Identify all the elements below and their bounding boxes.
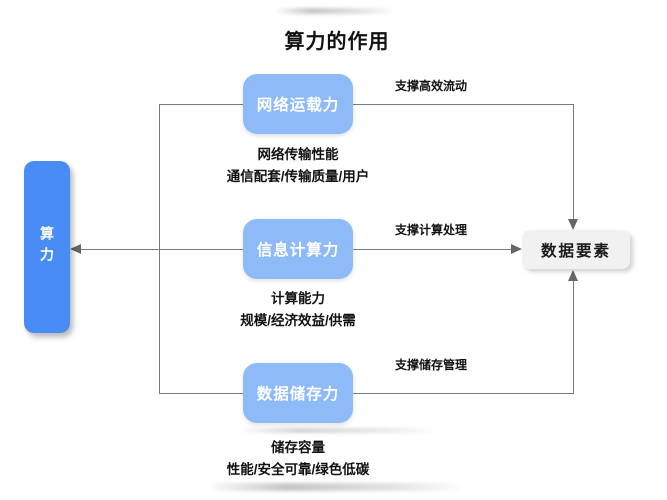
connector-bottom-right-horizontal	[353, 393, 574, 394]
sublabel-network-line2: 通信配套/传输质量/用户	[226, 169, 370, 184]
sublabel-storage: 储存容量 性能/安全可靠/绿色低碳	[168, 437, 428, 481]
sublabel-storage-line1: 储存容量	[271, 440, 325, 455]
arrowhead-into-target-top	[568, 219, 578, 230]
sublabel-computing: 计算能力 规模/经济效益/供需	[168, 288, 428, 332]
watermark-smudge-top	[277, 8, 393, 14]
connector-bottom-left	[159, 393, 243, 394]
sublabel-computing-line1: 计算能力	[271, 291, 325, 306]
edge-label-storage: 支撑储存管理	[395, 358, 468, 372]
watermark-smudge-middle	[243, 428, 435, 433]
node-network-capacity: 网络运载力	[243, 74, 353, 134]
arrowhead-into-target-left	[511, 244, 522, 254]
arrowhead-into-source	[70, 244, 81, 254]
sublabel-network: 网络传输性能 通信配套/传输质量/用户	[168, 144, 428, 188]
node-data-storage: 数据储存力	[243, 363, 353, 423]
node-network-capacity-label: 网络运载力	[256, 97, 340, 114]
connector-bottom-right-vertical	[573, 280, 574, 394]
arrowhead-into-target-bottom	[568, 270, 578, 281]
connector-mid-right	[353, 249, 511, 250]
edge-label-flow: 支撑高效流动	[395, 79, 468, 93]
sublabel-network-line1: 网络传输性能	[257, 147, 339, 162]
node-computing-power: 算力	[24, 161, 70, 333]
connector-top-right-horizontal	[353, 104, 573, 105]
sublabel-storage-line2: 性能/安全可靠/绿色低碳	[226, 462, 370, 477]
connector-mid-left	[80, 249, 243, 250]
node-information-computing-label: 信息计算力	[256, 242, 340, 259]
edge-label-processing: 支撑计算处理	[395, 223, 468, 237]
node-data-elements-label: 数据要素	[540, 242, 611, 260]
node-computing-power-label: 算力	[39, 226, 55, 268]
diagram-title: 算力的作用	[284, 31, 390, 53]
watermark-smudge-bottom	[212, 483, 460, 491]
node-information-computing: 信息计算力	[243, 219, 353, 279]
connector-top-right-vertical	[573, 104, 574, 220]
node-data-elements: 数据要素	[522, 230, 630, 269]
node-data-storage-label: 数据储存力	[256, 386, 340, 403]
connector-top-left	[159, 104, 243, 105]
sublabel-computing-line2: 规模/经济效益/供需	[240, 313, 356, 328]
